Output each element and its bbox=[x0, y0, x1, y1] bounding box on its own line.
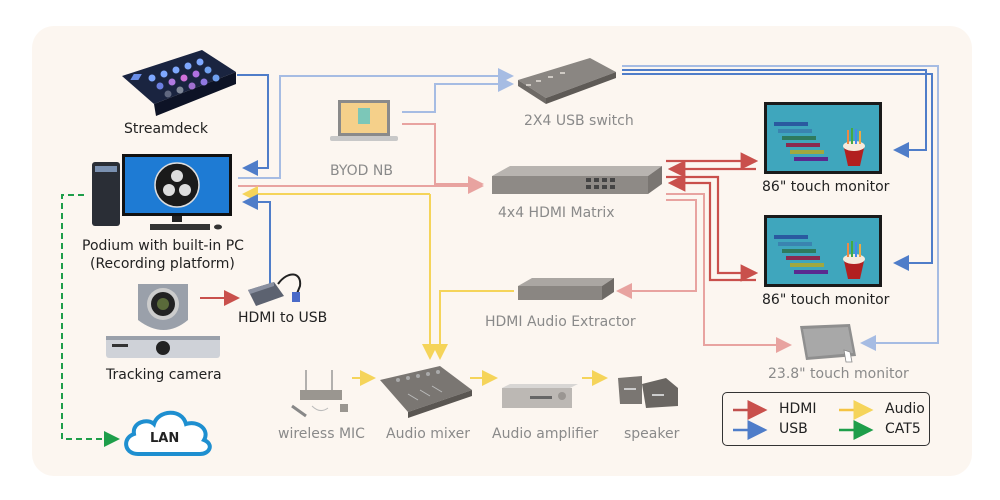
legend-label-cat5: CAT5 bbox=[885, 421, 921, 437]
wire-hdmi-matrix-extractor bbox=[616, 199, 697, 299]
byod-laptop-device bbox=[330, 100, 398, 141]
wireless-mic-label: wireless MIC bbox=[278, 426, 365, 442]
hdmi-to-usb-device bbox=[248, 273, 302, 306]
wire-cat5-pc-lan bbox=[61, 194, 120, 447]
wire-hdmi-byod-matrix bbox=[402, 123, 484, 192]
tracking-camera-device bbox=[106, 284, 220, 358]
audio-mixer-device bbox=[380, 366, 472, 418]
podium-pc-label: Podium with built-in PC bbox=[82, 238, 244, 254]
wire-hdmi-matrix-monitor2 bbox=[666, 175, 759, 282]
wire-usb-byod-switch bbox=[402, 76, 514, 113]
touch-monitor-2-device bbox=[764, 215, 882, 287]
hdmi-to-usb-label: HDMI to USB bbox=[238, 310, 328, 326]
touch-monitor-1-label: 86" touch monitor bbox=[762, 179, 890, 195]
small-touch-monitor-label: 23.8" touch monitor bbox=[768, 366, 909, 382]
legend-label-usb: USB bbox=[779, 421, 808, 437]
streamdeck-keys bbox=[148, 58, 220, 98]
wire-usb-capture-pc bbox=[242, 194, 271, 290]
hdmi-audio-extractor-device bbox=[518, 278, 614, 300]
wire-usb-switch-monitor2 bbox=[622, 73, 933, 271]
lan-label: LAN bbox=[150, 431, 180, 446]
touch-monitor-2-label: 86" touch monitor bbox=[762, 292, 890, 308]
speaker-device bbox=[618, 376, 678, 408]
touch-monitor-1-device bbox=[764, 102, 882, 174]
tracking-camera-label: Tracking camera bbox=[106, 367, 222, 383]
byod-nb-label: BYOD NB bbox=[330, 163, 393, 179]
podium-pc-device bbox=[92, 154, 232, 230]
legend-swatches bbox=[733, 400, 874, 440]
wire-usb-pc-switch bbox=[238, 68, 514, 179]
wire-usb-switch-monitor-small bbox=[622, 65, 939, 351]
audio-mixer-label: Audio mixer bbox=[386, 426, 470, 442]
legend-label-audio: Audio bbox=[885, 401, 925, 417]
audio-extractor-label: HDMI Audio Extractor bbox=[485, 314, 636, 330]
small-touch-monitor-device bbox=[800, 324, 856, 363]
streamdeck-device bbox=[122, 50, 236, 116]
usb-switch-label: 2X4 USB switch bbox=[524, 113, 634, 129]
legend: HDMI Audio USB CAT5 bbox=[722, 392, 930, 446]
hdmi-matrix-label: 4x4 HDMI Matrix bbox=[498, 205, 615, 221]
wire-hdmi-matrix-small-monitor bbox=[666, 193, 792, 353]
wire-audio-extractor-mixer bbox=[432, 290, 514, 360]
usb-switch-device bbox=[518, 58, 616, 104]
podium-pc-sublabel: (Recording platform) bbox=[90, 256, 235, 272]
wireless-mic-device bbox=[291, 370, 348, 418]
streamdeck-label: Streamdeck bbox=[124, 121, 208, 137]
audio-amplifier-device bbox=[502, 384, 578, 408]
hdmi-matrix-device bbox=[492, 166, 662, 194]
legend-label-hdmi: HDMI bbox=[779, 401, 817, 417]
lan-cloud-icon bbox=[124, 410, 212, 456]
wire-usb-streamdeck-pc bbox=[237, 74, 269, 176]
audio-amplifier-label: Audio amplifier bbox=[492, 426, 599, 442]
speaker-label: speaker bbox=[624, 426, 680, 442]
wire-hdmi-monitor2-matrix bbox=[667, 174, 756, 282]
wire-usb-switch-monitor1 bbox=[622, 69, 927, 158]
